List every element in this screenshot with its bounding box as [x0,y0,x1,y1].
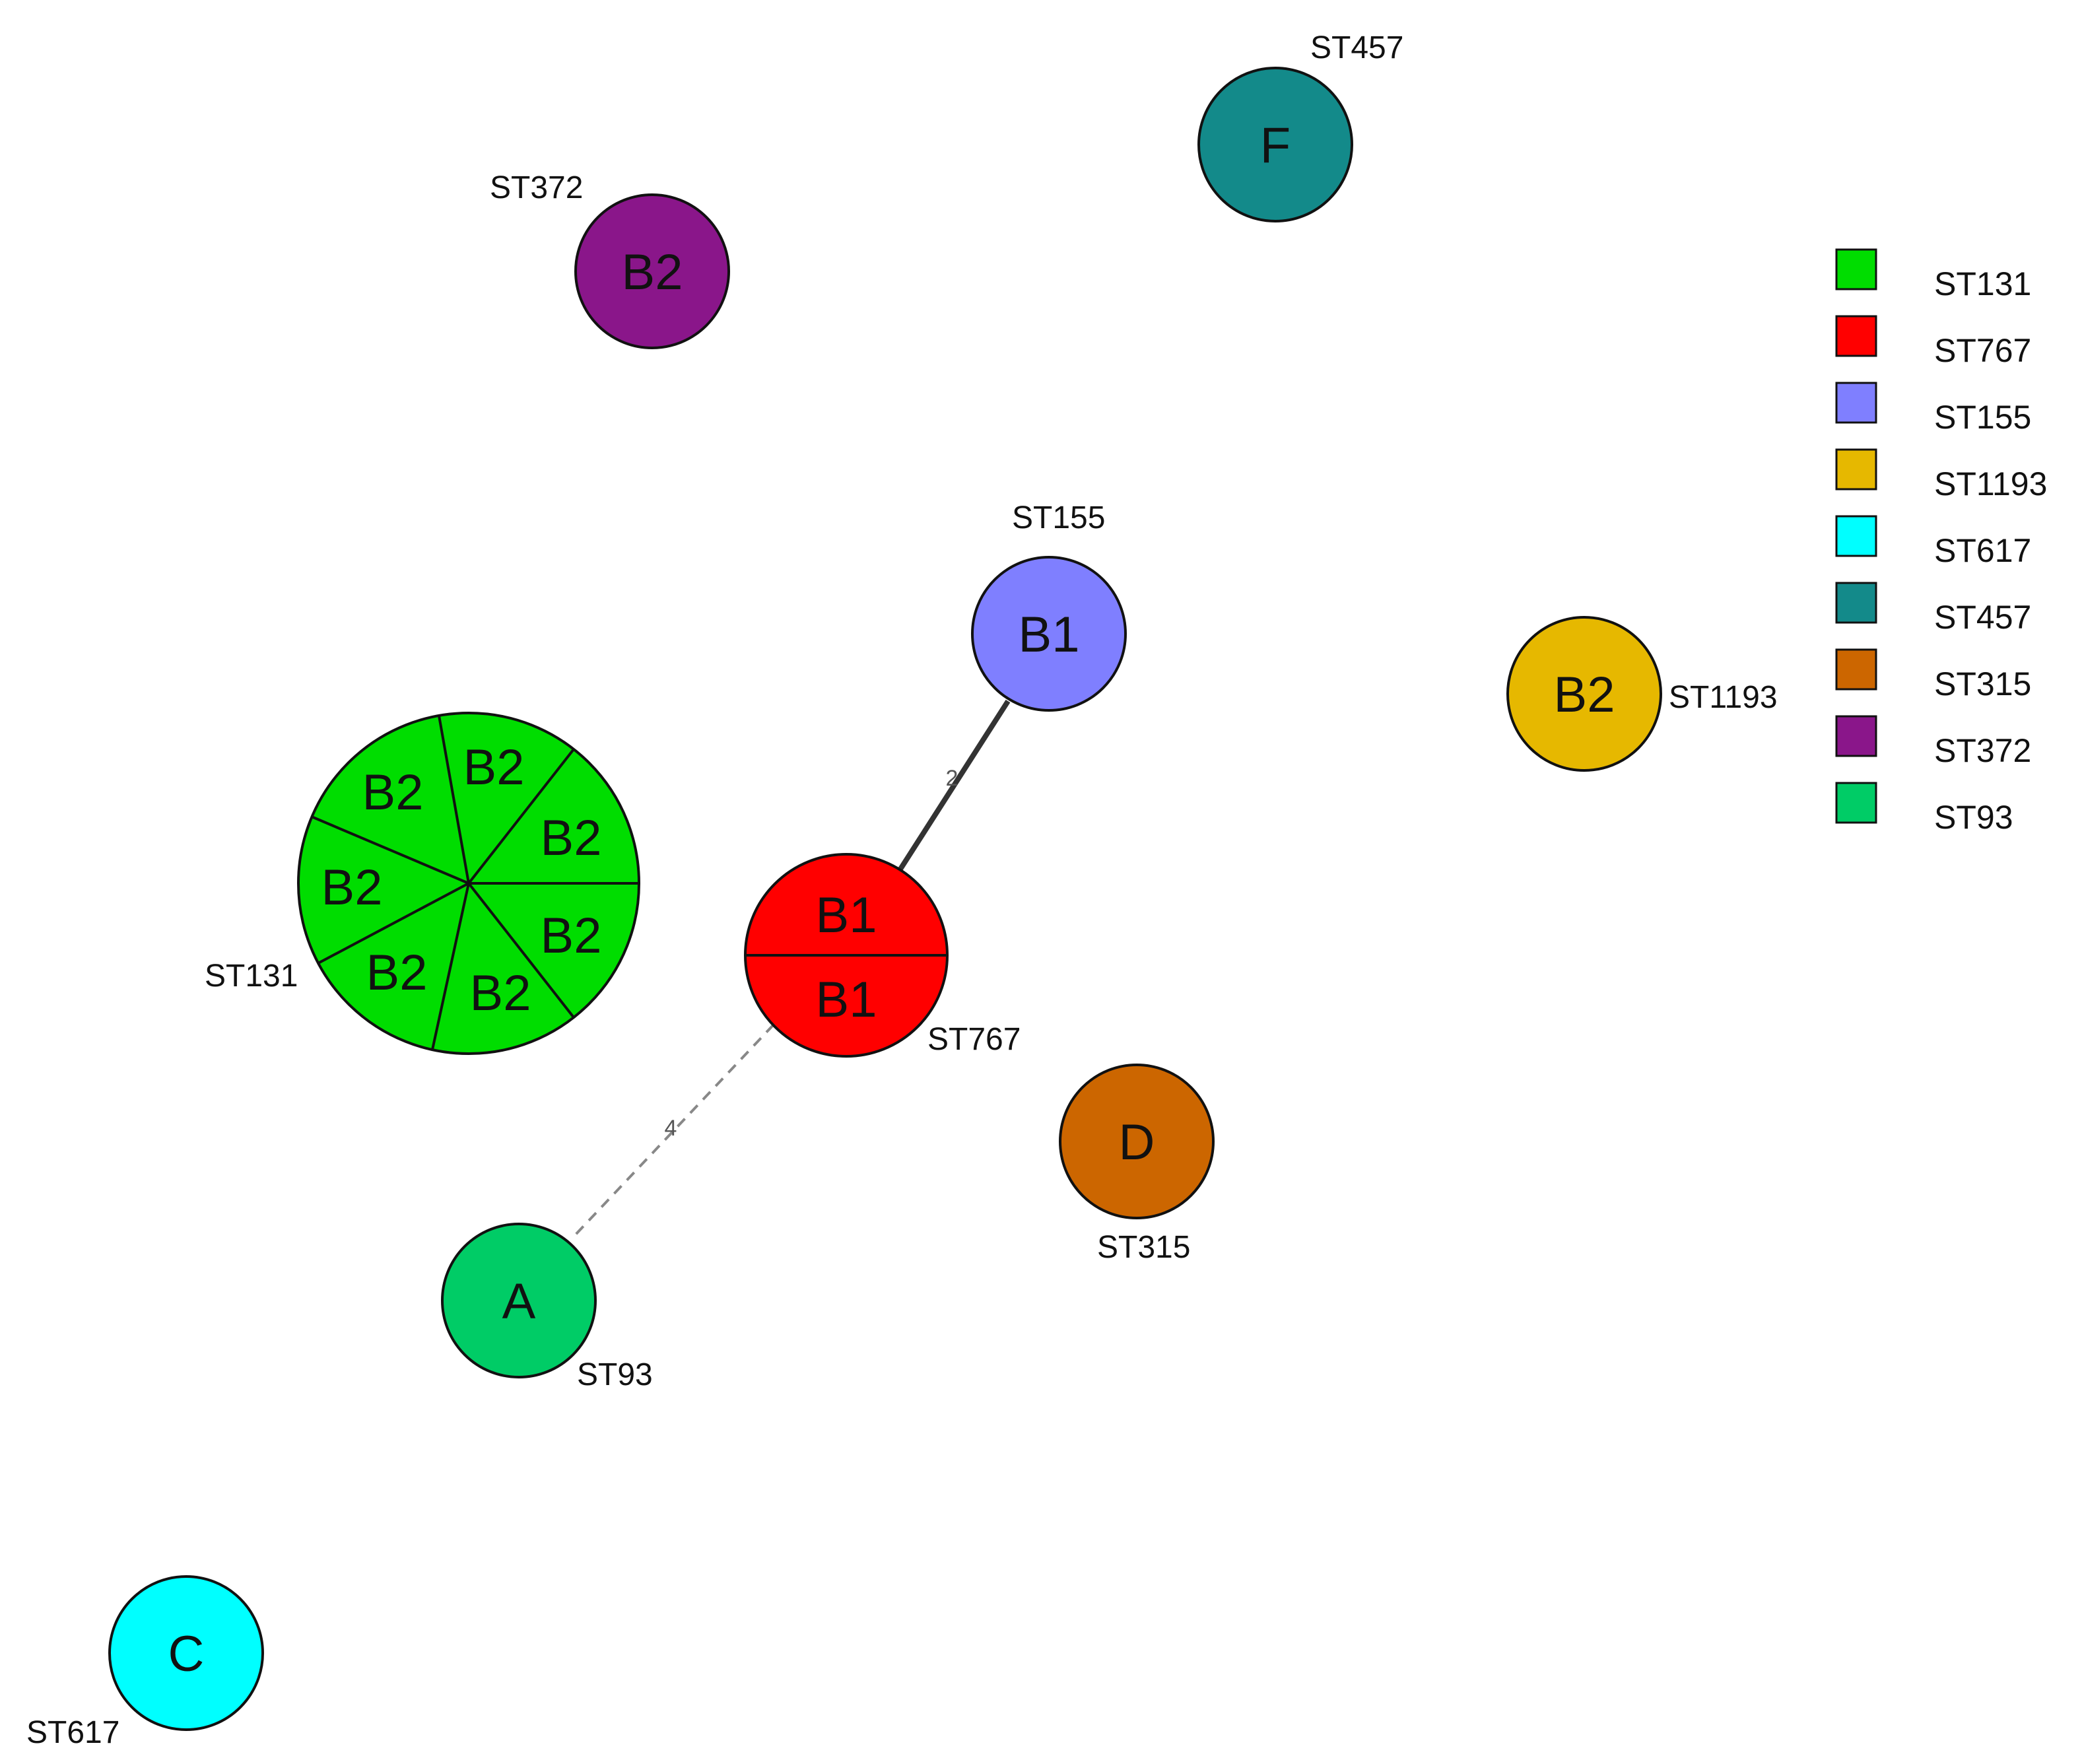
node-st457[interactable]: F ST457 [1197,30,1403,222]
node-st155-circle [971,556,1127,712]
node-st315-circle [1059,1064,1215,1219]
node-st131-segment: B2 [541,908,602,964]
legend-label: ST372 [1934,732,2031,769]
node-st1193-circle [1506,616,1662,772]
node-st131-segment: B2 [366,945,428,1001]
node-st315-phylogroup: D [1119,1114,1155,1170]
legend-item: ST315 [1835,648,2031,702]
node-st617-circle [108,1575,264,1731]
edge-label-st767-st93: 4 [665,1116,677,1141]
legend-label: ST767 [1934,332,2031,369]
node-st767-label: ST767 [927,1022,1021,1057]
legend-item: ST767 [1835,315,2031,369]
node-st372-circle [574,193,730,349]
node-st372-label: ST372 [490,170,583,205]
legend-label: ST93 [1934,799,2013,836]
legend-swatch [1835,315,1877,357]
legend-label: ST155 [1934,399,2031,436]
node-st155-phylogroup: B1 [1019,607,1080,663]
legend-item: ST93 [1835,782,2013,836]
node-st457-phylogroup: F [1260,118,1291,174]
edge-st767-st93 [574,1023,775,1236]
legend-item: ST617 [1835,515,2031,569]
node-st131-segment: B2 [321,860,383,916]
legend-swatch [1835,448,1877,491]
node-st131-segment: B2 [470,965,531,1021]
node-st155-label: ST155 [1012,500,1105,535]
legend-label: ST1193 [1934,465,2047,502]
legend-label: ST131 [1934,265,2031,302]
node-st1193-label: ST1193 [1669,680,1778,715]
legend-item: ST372 [1835,715,2031,769]
edge-label-st155-st767: 2 [946,766,958,791]
node-st93[interactable]: A ST93 [441,1223,653,1392]
node-st372-phylogroup: B2 [622,244,683,300]
node-st131-dividers [311,715,639,1050]
node-st93-label: ST93 [577,1357,653,1392]
legend-swatch [1835,715,1877,757]
node-st767-segment: B1 [816,972,877,1028]
legend-swatch [1835,782,1877,824]
node-st1193[interactable]: B2 ST1193 [1506,616,1778,772]
legend-swatch [1835,582,1877,624]
node-st1193-phylogroup: B2 [1554,667,1615,723]
node-st315-label: ST315 [1097,1230,1190,1265]
node-st372[interactable]: B2 ST372 [490,170,730,349]
legend-item: ST155 [1835,382,2031,436]
node-st767-segment: B1 [816,887,877,943]
node-st131-segment: B2 [463,739,525,796]
node-st131-segment: B2 [362,764,424,821]
node-st93-phylogroup: A [502,1273,536,1330]
node-st617-label: ST617 [26,1715,119,1750]
node-st131-segment: B2 [541,810,602,866]
legend-item: ST1193 [1835,448,2047,502]
node-st131[interactable]: B2 B2 B2 B2 B2 B2 B2 ST131 [205,712,640,1055]
legend-swatch [1835,382,1877,424]
node-st93-circle [441,1223,597,1378]
legend-item: ST457 [1835,582,2031,636]
node-st617[interactable]: C ST617 [26,1575,264,1750]
node-st155[interactable]: B1 ST155 [971,500,1127,712]
node-st457-circle [1197,67,1353,222]
node-st617-phylogroup: C [168,1626,205,1682]
legend-item: ST131 [1835,248,2031,302]
node-st315[interactable]: D ST315 [1059,1064,1215,1265]
node-st457-label: ST457 [1310,30,1403,65]
legend-swatch [1835,248,1877,290]
node-st767[interactable]: B1 B1 ST767 [744,853,1021,1058]
legend-swatch [1835,515,1877,557]
edge-st155-st767 [897,699,1011,872]
legend: ST131 ST767 ST155 ST1193 ST617 ST457 ST3… [1835,248,2047,836]
legend-label: ST617 [1934,532,2031,569]
node-st131-label: ST131 [205,959,298,994]
legend-swatch [1835,648,1877,691]
legend-label: ST457 [1934,599,2031,636]
legend-label: ST315 [1934,665,2031,702]
edges: 2 4 [574,699,1011,1236]
